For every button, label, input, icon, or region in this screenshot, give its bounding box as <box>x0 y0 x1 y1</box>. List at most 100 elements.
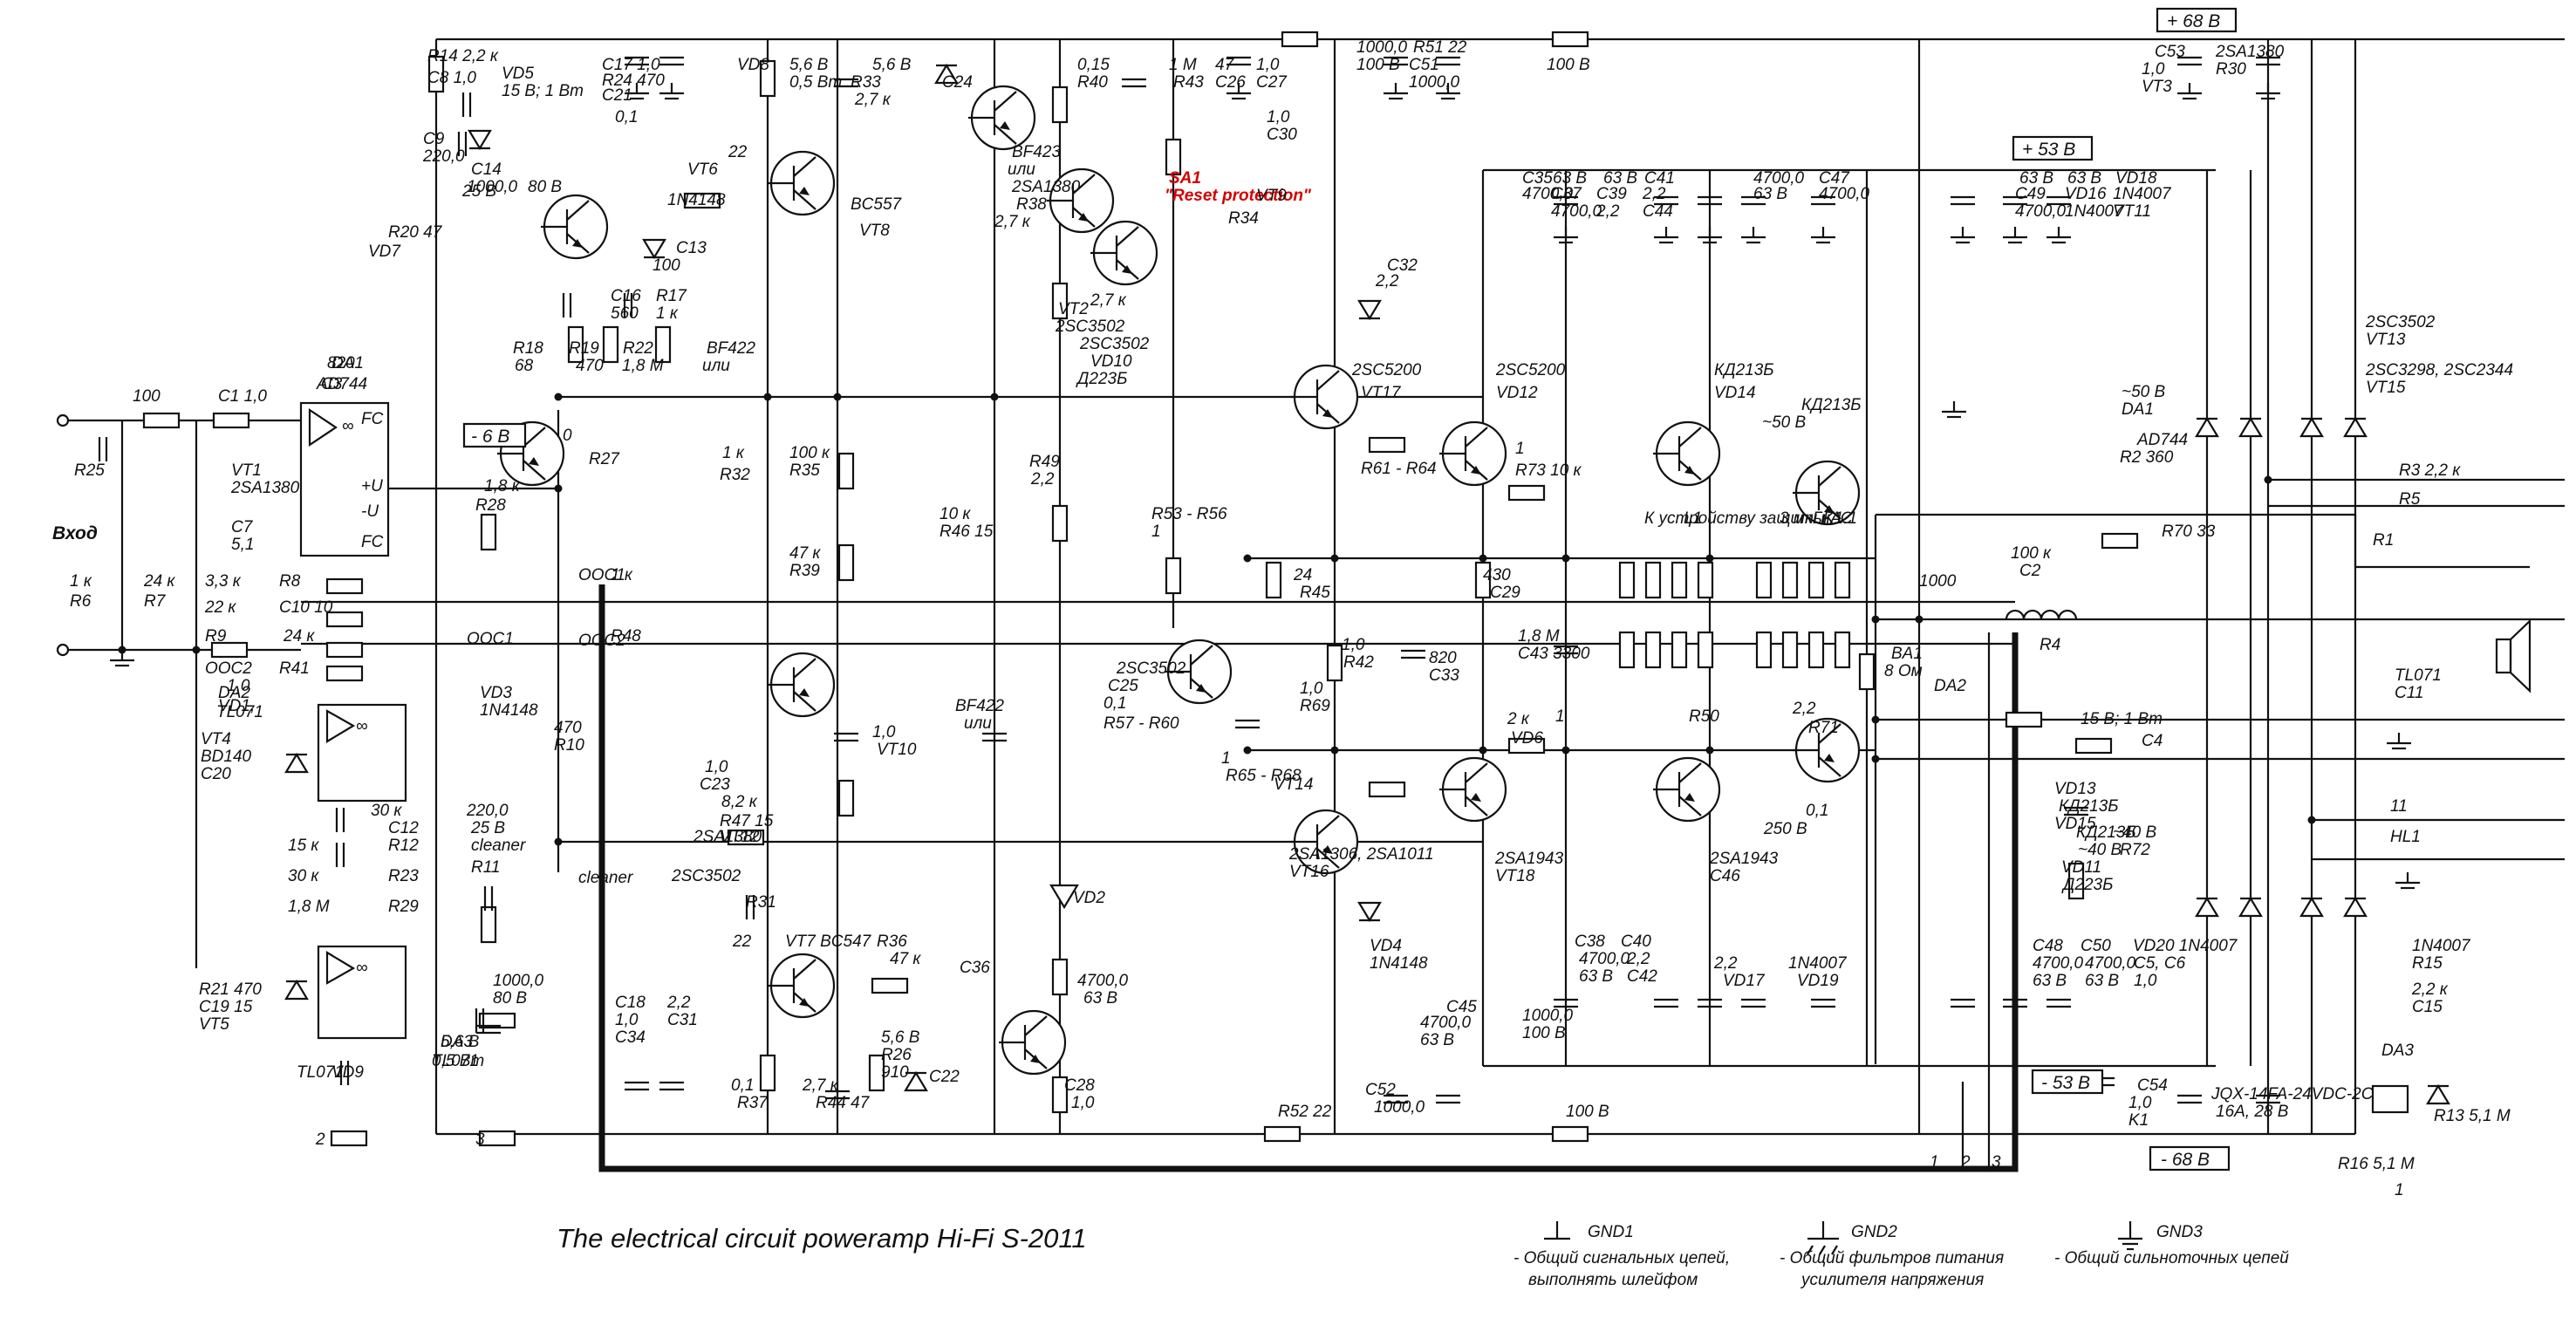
component-label: C29 <box>1490 584 1520 602</box>
component-label: R32 <box>720 466 750 484</box>
da1-pin-fc: FC <box>361 410 384 428</box>
component-label: 910 <box>881 1063 909 1082</box>
component-label: 4700,0 <box>1551 202 1602 221</box>
component-label: C44 <box>1643 202 1673 221</box>
component-label: 0 <box>563 427 572 445</box>
resistor-symbol <box>1165 138 1182 176</box>
component-label: cleaner <box>471 837 526 855</box>
component-label: C32 <box>1387 256 1418 275</box>
component-label: cleaner <box>578 869 633 887</box>
resistor-symbol <box>1165 557 1182 595</box>
component-label: 470 <box>554 719 582 737</box>
component-label: ООС1 <box>467 630 514 648</box>
component-label: C10 10 <box>279 598 333 617</box>
component-label: R38 <box>1016 195 1047 214</box>
component-label: VD7 <box>368 243 401 261</box>
input-terminal-hot[interactable] <box>56 413 70 427</box>
component-label: 0,1 <box>1806 802 1828 820</box>
gnd1-desc-2: выполнять шлейфом <box>1528 1271 1698 1289</box>
component-label: C42 <box>1627 967 1657 986</box>
component-label: C46 <box>1710 867 1740 885</box>
resistor-symbol <box>1507 484 1546 502</box>
input-terminal-gnd[interactable] <box>56 643 70 657</box>
diode-symbol <box>904 1070 928 1092</box>
component-label: R14 2,2 к <box>427 47 499 65</box>
resistor-symbol <box>1051 282 1069 320</box>
component-label: 1,0 <box>615 1011 639 1029</box>
transistor-symbol <box>1316 815 1340 836</box>
component-label: или <box>964 714 992 733</box>
component-label: R44 47 <box>816 1094 871 1112</box>
component-label: 2SC3298, 2SC2344 <box>2365 361 2513 379</box>
component-label: 2SC5200 <box>1351 361 1422 379</box>
component-label: R69 <box>1300 697 1330 715</box>
component-label: 470 <box>576 357 604 375</box>
component-label: C14 <box>471 161 502 179</box>
component-label: 0,15 <box>1077 56 1110 74</box>
component-label: 2,7 к <box>1090 291 1127 310</box>
component-label: 430 <box>1483 566 1511 584</box>
transistor-symbol <box>1818 466 1841 487</box>
transistor-symbol <box>1116 226 1139 247</box>
resistor-symbol <box>325 665 364 682</box>
component-label: R42 <box>1343 653 1374 672</box>
component-label: 25 В <box>470 819 505 837</box>
component-label: 1 к <box>722 444 745 462</box>
component-label: 1000,0 <box>1356 38 1408 57</box>
component-label: R71 <box>1808 719 1839 737</box>
resistor-symbol <box>2067 862 2085 900</box>
relay-coil-k1 <box>2371 1084 2409 1114</box>
component-label: 100 В <box>1566 1103 1609 1121</box>
component-label: 4700,0 <box>1420 1014 1472 1032</box>
component-label: VT7 BC547 <box>785 933 872 951</box>
resistor-symbol <box>1697 561 1714 599</box>
component-label: VD8 <box>737 56 769 74</box>
resistor-symbol <box>1368 781 1406 798</box>
component-label: 1 к <box>70 572 92 591</box>
diode-symbol <box>468 129 492 151</box>
resistor-symbol <box>1755 561 1773 599</box>
component-label: BF423 <box>1012 143 1061 161</box>
resistor-symbol <box>1697 631 1714 669</box>
component-label: R43 <box>1173 73 1204 92</box>
component-label: VT3 <box>2142 78 2172 96</box>
resistor-symbol <box>759 1054 776 1092</box>
components <box>98 31 2450 1147</box>
diode-symbol <box>284 979 309 1001</box>
gnd2-desc-2: усилителя напряжения <box>1800 1271 1984 1289</box>
component-label: 63 В <box>1420 1031 1454 1049</box>
transistor-arrow <box>1824 505 1835 514</box>
component-label: VT5 <box>199 1015 229 1034</box>
supply-m53: - 53 В <box>2041 1073 2090 1093</box>
component-label: 100 <box>653 256 680 275</box>
resistor-symbol <box>1051 85 1069 124</box>
component-label: 250 В <box>1763 820 1807 838</box>
diagram-title: The electrical circuit poweramp Hi-Fi S-… <box>557 1223 1087 1254</box>
da1-pin-minusu: -U <box>361 502 379 521</box>
component-label: 2,2 <box>1642 185 1666 203</box>
component-label: C15 <box>2412 998 2443 1016</box>
component-label: 2,7 к <box>802 1076 839 1095</box>
component-label: C1 1,0 <box>218 387 267 406</box>
component-label: 22 <box>732 933 752 951</box>
resistor-symbol <box>325 641 364 659</box>
component-label: 1000,0 <box>1374 1098 1425 1117</box>
component-label: 30 к <box>371 802 402 820</box>
component-label: 47 к <box>890 950 921 968</box>
transistor-arrow <box>1684 793 1695 802</box>
transistor-arrow <box>799 688 810 697</box>
component-label: R35 <box>789 461 820 480</box>
component-label: JQX-14FA-24VDC-2C <box>2210 1085 2374 1103</box>
component-label: TL071 <box>297 1063 344 1082</box>
component-label: C8 1,0 <box>427 69 476 87</box>
resistor-symbol <box>567 325 584 364</box>
transistor-symbol <box>1678 762 1702 783</box>
component-label: 11 <box>2390 797 2408 816</box>
component-label: 2,2 <box>1713 954 1738 973</box>
resistor-symbol <box>1834 561 1851 599</box>
resistor-symbol <box>1781 561 1799 599</box>
da1-pin-fc2: FC <box>361 533 384 551</box>
component-label: 4700,0 <box>2033 954 2084 973</box>
